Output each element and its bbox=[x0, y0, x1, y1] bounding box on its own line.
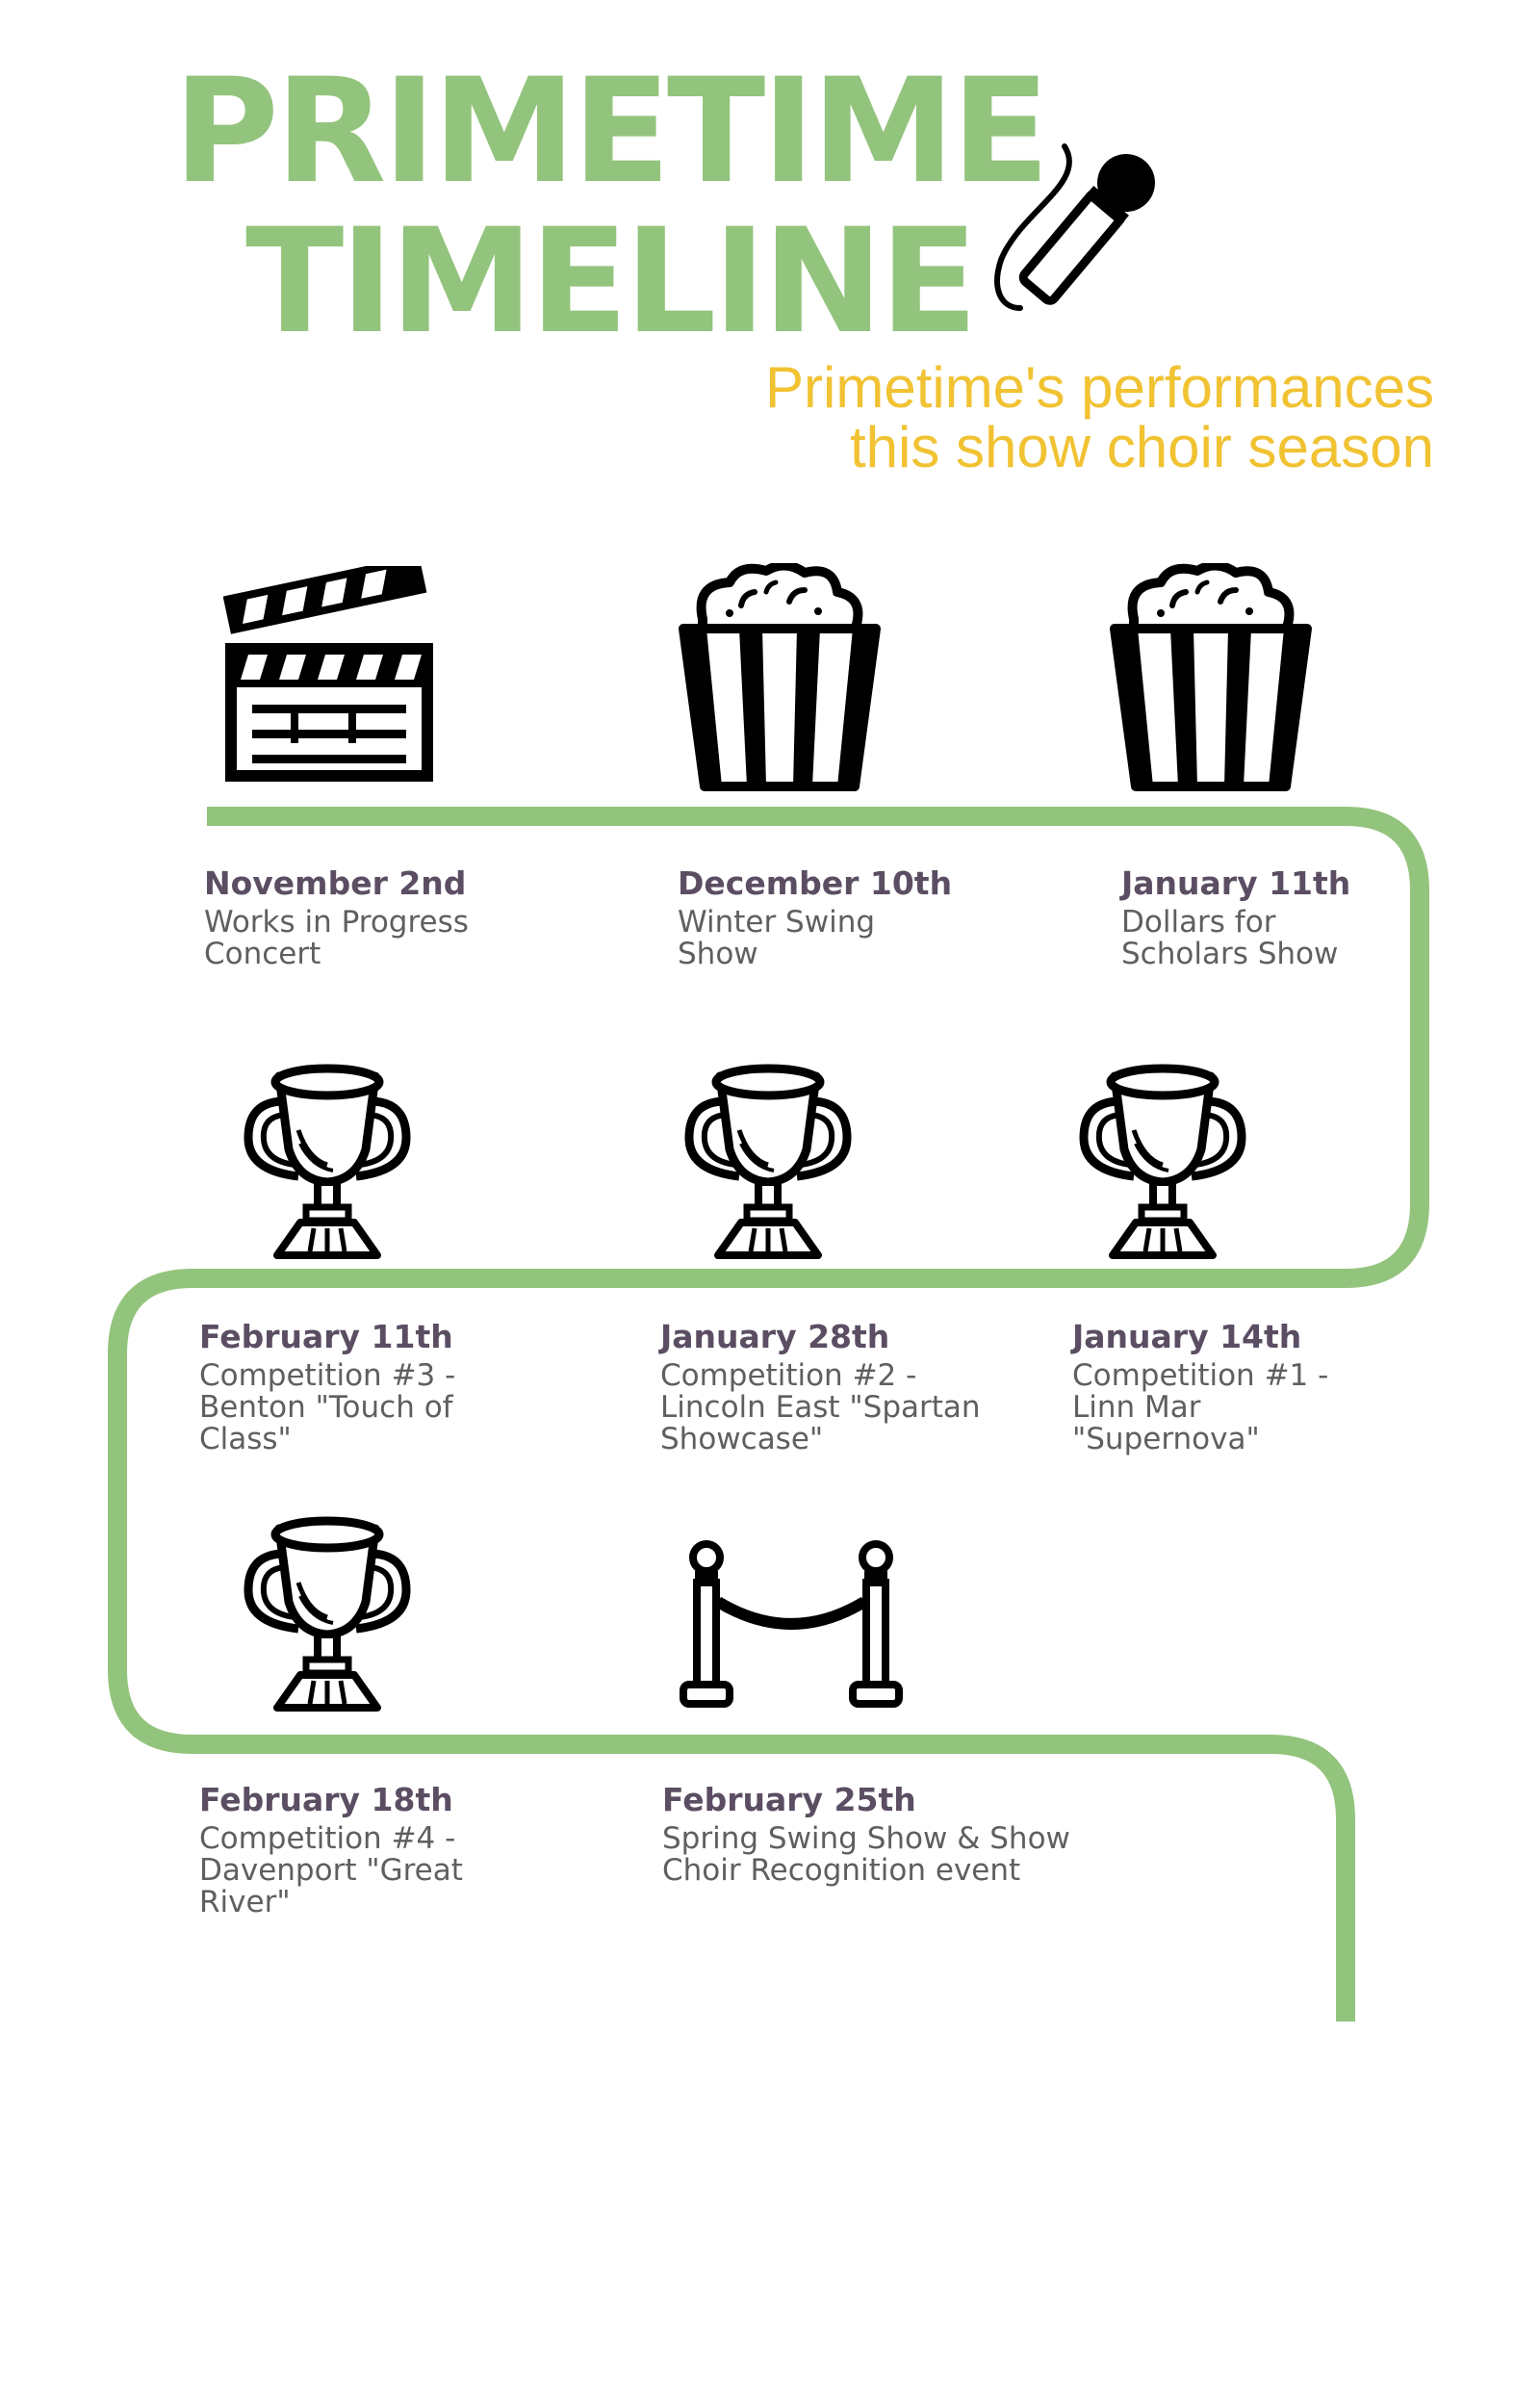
event-date: February 11th bbox=[199, 1318, 453, 1355]
event-name: Competition #4 - Davenport "Great River" bbox=[199, 1821, 463, 1919]
event-january-11th: January 11th Dollars for Scholars Show bbox=[1121, 864, 1468, 970]
event-name: Competition #1 - Linn Mar "Supernova" bbox=[1072, 1358, 1329, 1456]
clapperboard-icon bbox=[223, 566, 433, 782]
event-name: Winter Swing Show bbox=[678, 905, 876, 971]
popcorn-icon bbox=[1105, 563, 1317, 794]
event-november-2nd: November 2nd Works in Progress Concert bbox=[204, 864, 551, 970]
event-date: February 18th bbox=[199, 1781, 453, 1818]
subtitle-line-2: this show choir season bbox=[850, 415, 1434, 479]
trophy-icon bbox=[241, 1515, 414, 1717]
microphone-icon bbox=[994, 143, 1155, 311]
stanchion-rope-icon bbox=[680, 1540, 903, 1708]
event-january-28th: January 28th Competition #2 - Lincoln Ea… bbox=[660, 1318, 1045, 1455]
event-december-10th: December 10th Winter Swing Show bbox=[678, 864, 1024, 970]
event-name: Competition #3 - Benton "Touch of Class" bbox=[199, 1358, 456, 1456]
event-date: January 11th bbox=[1121, 864, 1351, 902]
event-february-18th: February 18th Competition #4 - Davenport… bbox=[199, 1781, 546, 1919]
subtitle: Primetime's performances this show choir… bbox=[765, 358, 1434, 477]
subtitle-line-1: Primetime's performances bbox=[765, 355, 1434, 420]
event-date: November 2nd bbox=[204, 864, 467, 902]
event-date: December 10th bbox=[678, 864, 953, 902]
event-february-11th: February 11th Competition #3 - Benton "T… bbox=[199, 1318, 546, 1455]
event-name: Works in Progress Concert bbox=[204, 905, 469, 971]
trophy-icon bbox=[1076, 1063, 1249, 1265]
event-name: Competition #2 - Lincoln East "Spartan S… bbox=[660, 1358, 981, 1456]
popcorn-icon bbox=[674, 563, 886, 794]
trophy-icon bbox=[681, 1063, 855, 1265]
event-name: Dollars for Scholars Show bbox=[1121, 905, 1339, 971]
event-name: Spring Swing Show & Show Choir Recogniti… bbox=[662, 1821, 1070, 1888]
title-line-2: TIMELINE bbox=[245, 198, 978, 366]
event-january-14th: January 14th Competition #1 - Linn Mar "… bbox=[1072, 1318, 1419, 1455]
title-line-1: PRIMETIME bbox=[173, 48, 1050, 216]
event-date: January 28th bbox=[660, 1318, 890, 1355]
event-february-25th: February 25th Spring Swing Show & Show C… bbox=[662, 1781, 1124, 1887]
event-date: January 14th bbox=[1072, 1318, 1302, 1355]
event-date: February 25th bbox=[662, 1781, 916, 1818]
trophy-icon bbox=[241, 1063, 414, 1265]
